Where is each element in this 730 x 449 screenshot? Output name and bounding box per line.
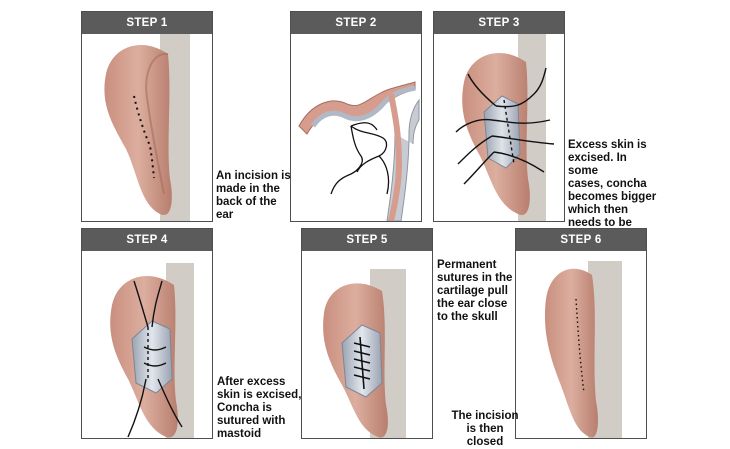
step-6-caption: The incision is then closed: [451, 410, 519, 448]
step-2-illustration: [298, 81, 420, 221]
closed-incision: [575, 298, 585, 394]
step-1-panel: STEP 1: [81, 11, 213, 222]
step-1-title: STEP 1: [82, 12, 212, 34]
step-4-title: STEP 4: [82, 229, 212, 251]
step-3-title: STEP 3: [434, 12, 564, 34]
ear-shape: [544, 268, 598, 438]
step-1-caption: An incision is made in the back of the e…: [216, 170, 291, 221]
suture-threads: [455, 67, 555, 185]
suture-threads: [127, 280, 183, 438]
excised-area: [131, 320, 173, 394]
suture-thread: [330, 125, 390, 195]
step-6-panel: STEP 6: [515, 228, 647, 439]
step-3-panel: STEP 3: [433, 11, 565, 222]
step-3-illustration: [455, 34, 555, 221]
step-4-panel: STEP 4: [81, 228, 213, 439]
step-5-panel: STEP 5: [301, 228, 433, 439]
step-1-illustration: [104, 34, 190, 221]
step-5-illustration: [323, 269, 406, 438]
ear-shape: [104, 44, 172, 216]
step-4-illustration: [110, 263, 194, 438]
step-4-caption: After excess skin is excised, Concha is …: [217, 376, 302, 440]
step-6-illustration: [544, 261, 622, 438]
step-5-caption: Permanent sutures in the cartilage pull …: [437, 259, 513, 323]
step-2-title: STEP 2: [291, 12, 421, 34]
step-6-title: STEP 6: [516, 229, 646, 251]
cartilage-layer: [310, 85, 416, 128]
step-5-title: STEP 5: [302, 229, 432, 251]
step-2-panel: STEP 2: [290, 11, 422, 222]
suture-stitches: [353, 336, 371, 390]
